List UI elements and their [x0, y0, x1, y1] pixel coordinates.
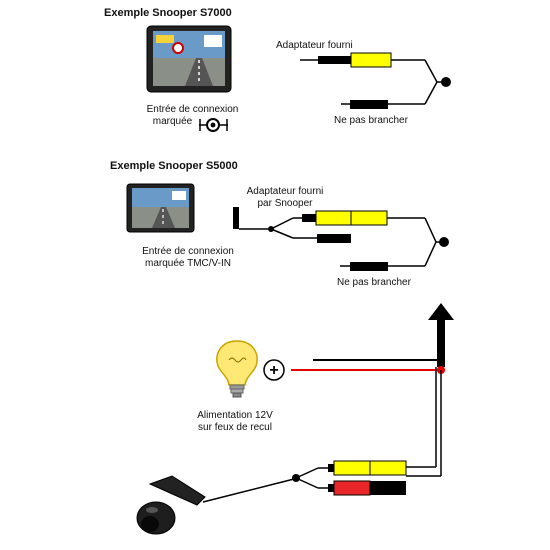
s5000-adapter-cable: [233, 207, 449, 271]
connector-symbol-icon: [199, 118, 228, 132]
power-label: Alimentation 12V sur feux de recul: [180, 410, 290, 434]
s5000-title: Exemple Snooper S5000: [110, 160, 238, 172]
power-wires: [291, 359, 445, 477]
plus-symbol: +: [269, 362, 278, 379]
s5000-input-label-line2: marquée TMC/V-IN: [145, 258, 231, 269]
power-label-line1: Alimentation 12V: [197, 410, 273, 421]
s5000-adapter-label-line1: Adaptateur fourni: [246, 186, 324, 197]
s5000-input-label-line1: Entrée de connexion: [142, 246, 234, 257]
s7000-adapter-label: Adaptateur fourni: [276, 40, 353, 51]
power-label-line2: sur feux de recul: [198, 422, 272, 433]
s5000-no-connect-label: Ne pas brancher: [337, 277, 411, 288]
s7000-title: Exemple Snooper S7000: [104, 7, 232, 19]
s5000-adapter-label-line2: par Snooper: [257, 198, 313, 209]
s5000-adapter-label: Adaptateur fourni par Snooper: [240, 186, 330, 210]
plus-circle-icon: +: [263, 359, 285, 381]
camera-icon: [136, 475, 206, 535]
s7000-input-label-line2: marquée: [152, 116, 193, 127]
arrow-up-icon: [428, 303, 454, 367]
s5000-input-label: Entrée de connexion marquée TMC/V-IN: [128, 246, 248, 270]
s7000-input-label: Entrée de connexion marquée: [135, 104, 250, 128]
s7000-no-connect-label: Ne pas brancher: [334, 115, 408, 126]
s7000-adapter-cable: [300, 52, 451, 109]
light-bulb-icon: [216, 340, 258, 398]
gps-device-icon: [126, 183, 195, 233]
gps-device-icon: [146, 25, 232, 93]
camera-cable: [202, 460, 407, 503]
s7000-input-label-line1: Entrée de connexion: [146, 104, 239, 115]
